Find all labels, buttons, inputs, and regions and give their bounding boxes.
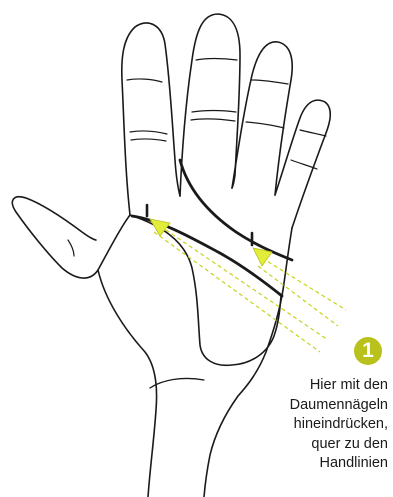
index-crease-1 (127, 79, 162, 82)
middle-crease-3 (191, 119, 235, 121)
middle-finger-outline (180, 14, 240, 196)
thenar-outline (130, 215, 281, 365)
thumb-outline (12, 197, 130, 278)
index-finger-outline (122, 23, 180, 215)
guide-line-2a (262, 258, 346, 310)
guide-line-1b (154, 232, 320, 352)
caption-line-4: quer zu den (238, 435, 388, 455)
step-number-badge: 1 (354, 337, 382, 365)
little-crease-1 (300, 130, 326, 136)
thumb-crease (68, 240, 74, 256)
caption-line-5: Handlinien (238, 454, 388, 474)
caption-line-1: Hier mit den (238, 376, 388, 396)
heart-line (180, 160, 292, 260)
guide-line-2b (258, 266, 338, 326)
guide-line-1a (160, 226, 328, 340)
caption-line-2: Daumennägeln (238, 396, 388, 416)
index-crease-2 (130, 131, 167, 134)
palm-edge-left (98, 270, 157, 497)
ring-crease-2 (246, 122, 284, 128)
middle-crease-2 (192, 111, 236, 113)
little-crease-2 (291, 160, 317, 169)
instruction-caption: Hier mit den Daumennägeln hineindrücken,… (238, 376, 388, 474)
wrist-line (150, 378, 204, 388)
middle-crease-1 (196, 59, 237, 61)
index-crease-3 (131, 139, 166, 141)
ring-crease-1 (252, 80, 288, 84)
caption-line-3: hineindrücken, (238, 415, 388, 435)
